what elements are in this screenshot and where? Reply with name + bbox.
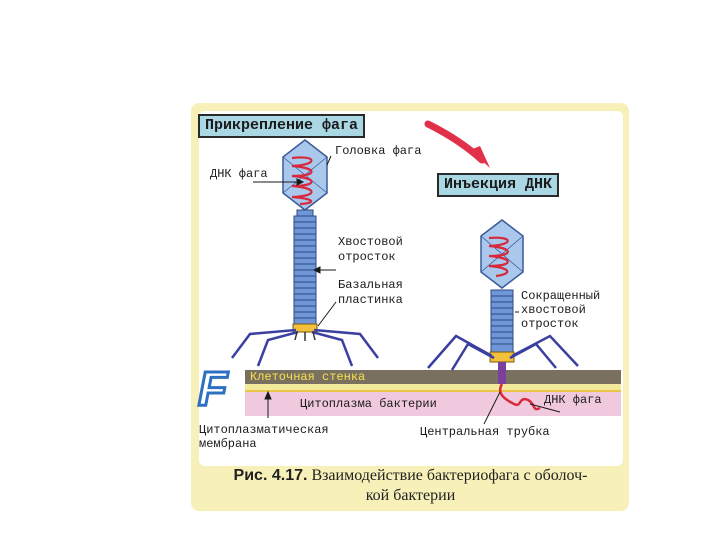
transition-arrow-head [470, 146, 490, 168]
label-dna-right: ДНК фага [544, 394, 602, 407]
label-cell-wall: Клеточная стенка [250, 371, 365, 384]
label-membrane-line2: мембрана [199, 438, 257, 451]
label-base-line1: Базальная [338, 279, 403, 292]
caption-number: Рис. 4.17. [234, 467, 308, 484]
caption-text-2: кой бактерии [366, 487, 456, 504]
label-central-tube: Центральная трубка [420, 426, 550, 439]
title-dna-injection: Инъекция ДНК [437, 173, 559, 197]
label-contracted-line2: хвостовой [521, 304, 586, 317]
figure-caption: Рис. 4.17. Взаимодействие бактериофага с… [198, 466, 623, 506]
label-contracted-line1: Сокращенный [521, 290, 600, 303]
phage-baseplate-left [293, 324, 317, 332]
title-attachment: Прикрепление фага [198, 114, 365, 138]
inner-wall-band [245, 384, 621, 390]
label-membrane-line1: Цитоплазматическая [199, 424, 329, 437]
label-head: Головка фага [335, 145, 421, 158]
transition-arrow [428, 124, 482, 160]
label-dna-left: ДНК фага [210, 168, 268, 181]
caption-text: Взаимодействие бактериофага с оболоч- [311, 467, 587, 484]
label-tail-line1: Хвостовой [338, 236, 403, 249]
label-cytoplasm: Цитоплазма бактерии [300, 398, 437, 411]
phage-collar-left [297, 210, 313, 216]
central-tube [498, 362, 506, 384]
label-tail-line2: отросток [338, 251, 396, 264]
label-contracted-line3: отросток [521, 318, 579, 331]
label-base-line2: пластинка [338, 294, 403, 307]
publisher-logo: F [198, 366, 227, 414]
phage-tail-right [491, 290, 513, 352]
